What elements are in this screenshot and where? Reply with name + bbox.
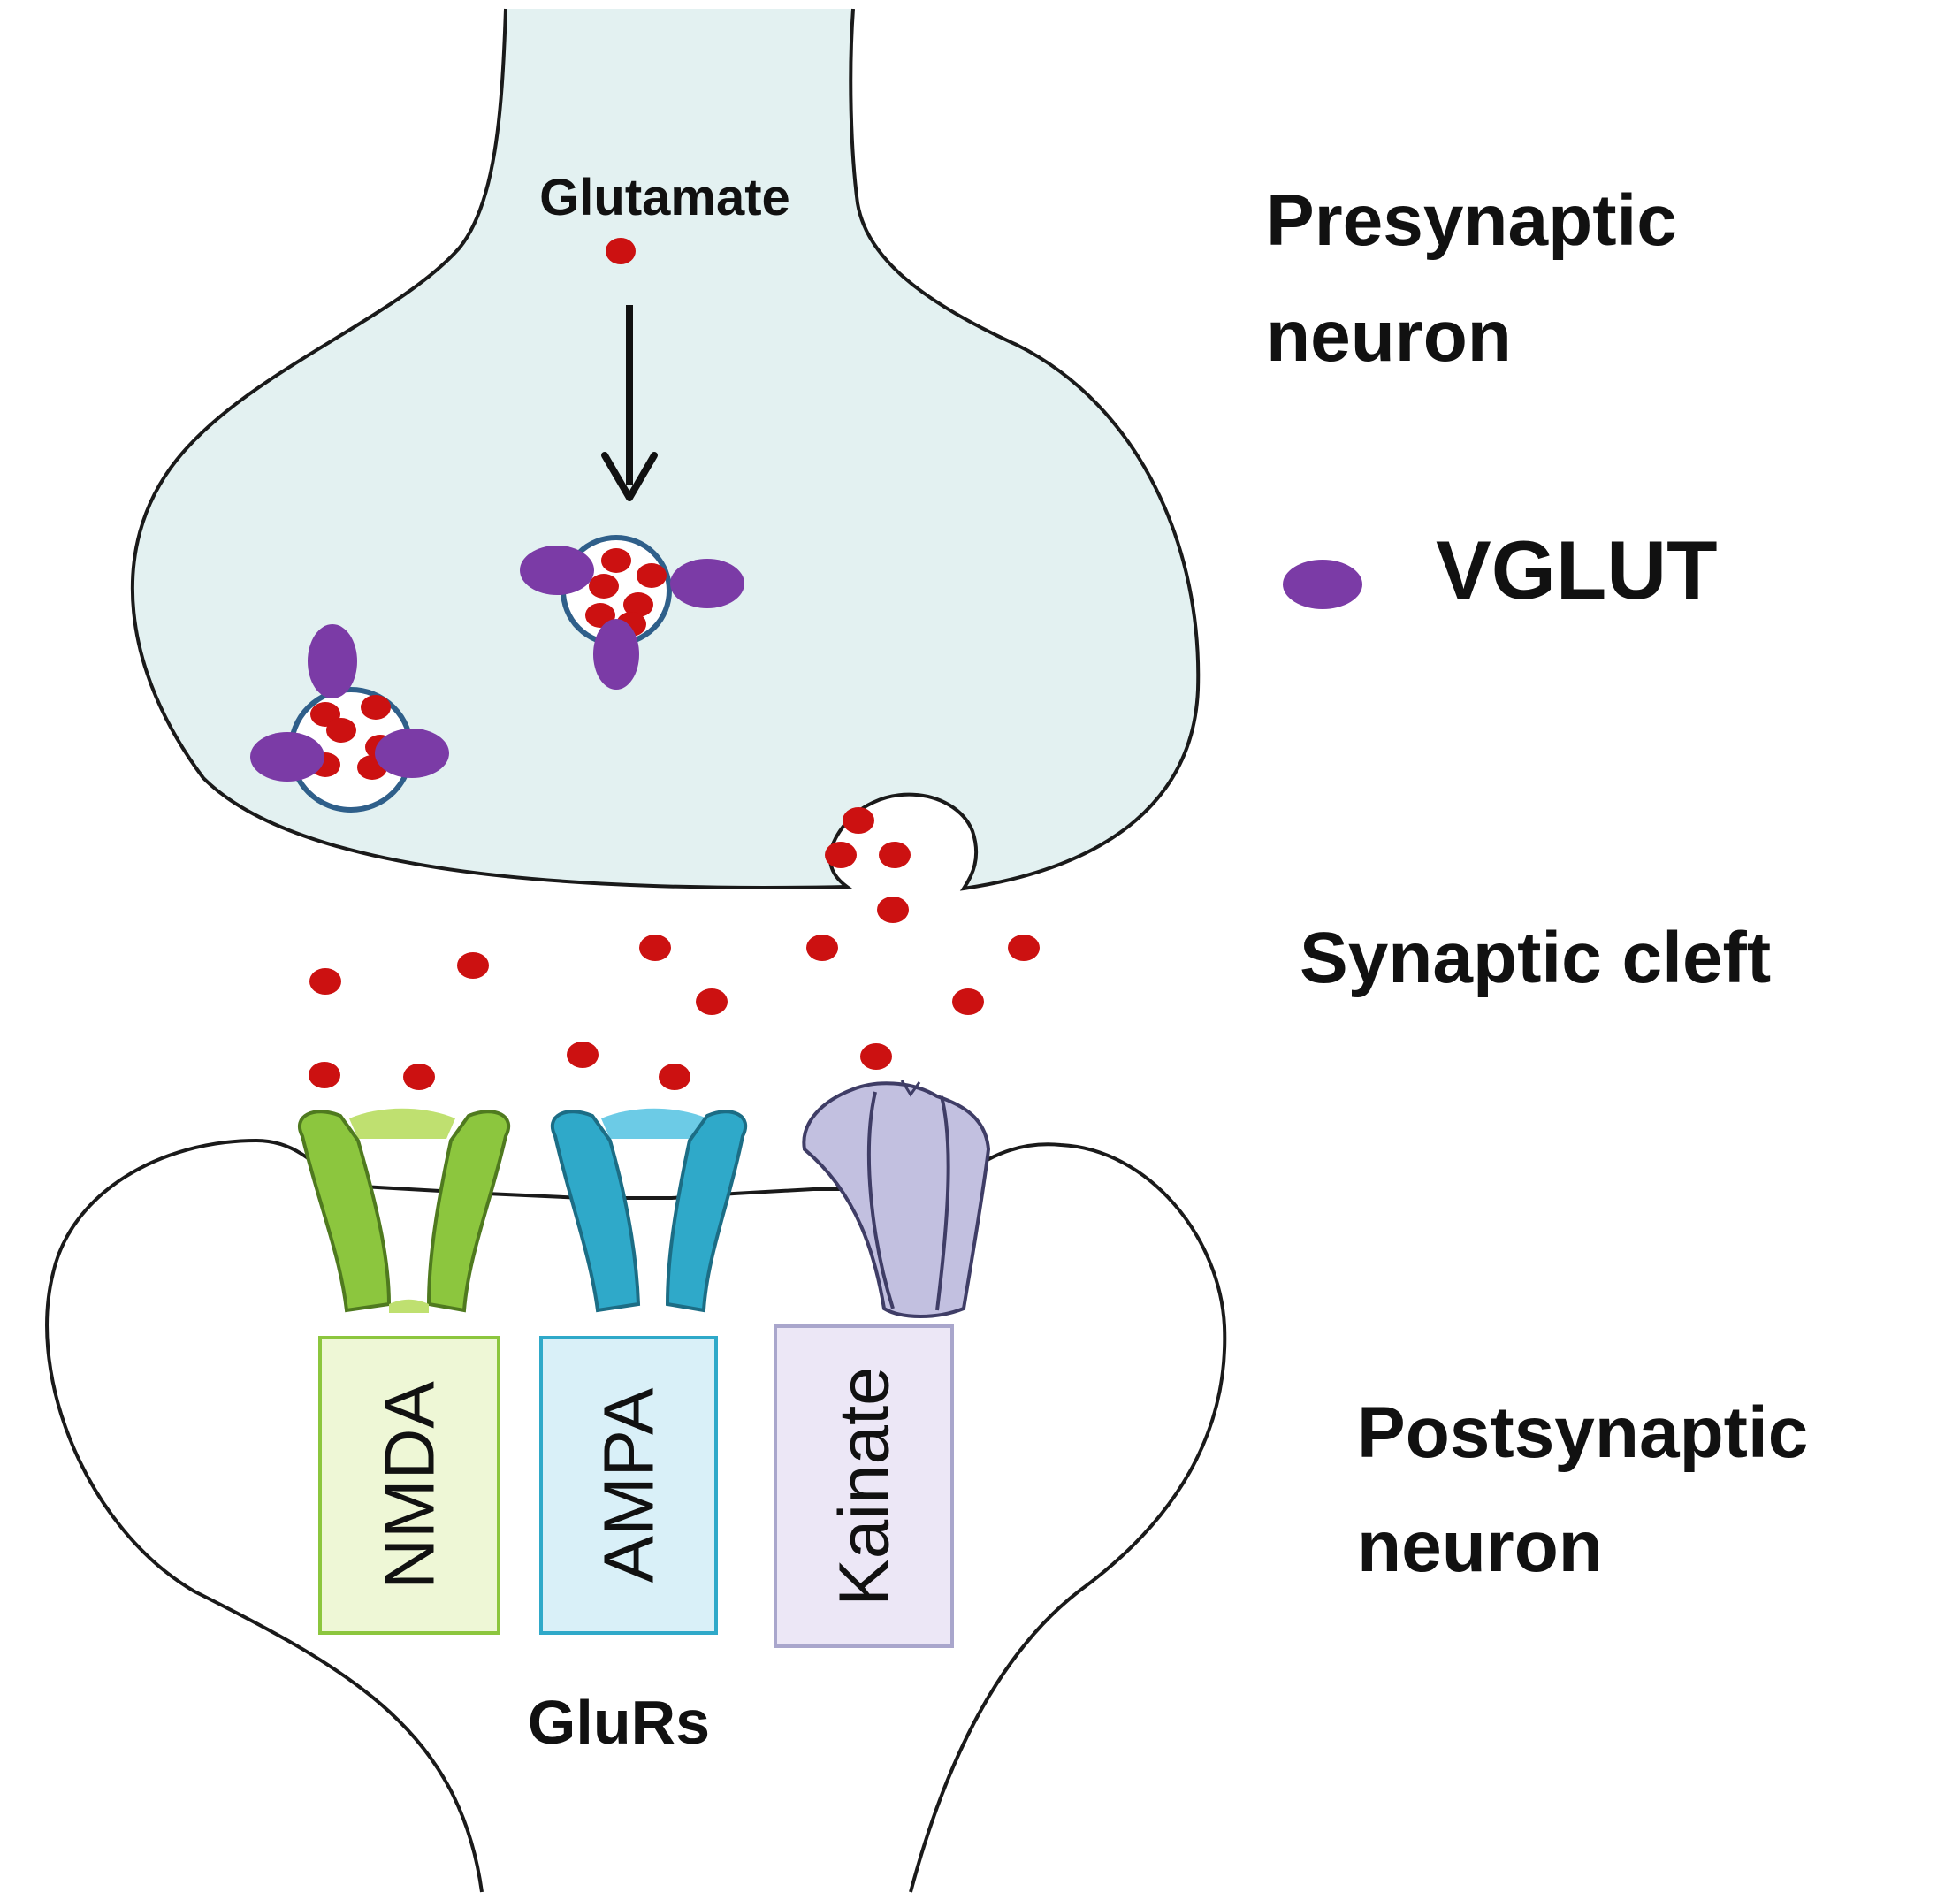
kainate-label: Kainate bbox=[825, 1366, 904, 1606]
glutamate-molecule bbox=[601, 548, 631, 573]
vglut-legend-label: VGLUT bbox=[1436, 523, 1718, 616]
synaptic-cleft-label: Synaptic cleft bbox=[1300, 918, 1771, 998]
glutamate-molecule bbox=[637, 563, 667, 588]
kainate-receptor-channel bbox=[802, 1080, 991, 1318]
glutamate-molecule bbox=[361, 695, 391, 720]
glutamate-label: Glutamate bbox=[539, 169, 790, 226]
presynaptic-label-line1: Presynaptic bbox=[1266, 180, 1677, 261]
vglut-transporter bbox=[670, 559, 744, 608]
glutamate-molecule bbox=[326, 718, 356, 743]
vglut-transporter bbox=[308, 624, 357, 698]
kainate-label-box: Kainate bbox=[774, 1324, 954, 1648]
vglut-transporter bbox=[375, 729, 449, 778]
vglut-transporter bbox=[250, 732, 324, 782]
uptake-arrow-head bbox=[601, 452, 658, 501]
postsynaptic-label-line1: Postsynaptic bbox=[1357, 1393, 1808, 1473]
synaptic-vesicle bbox=[520, 535, 744, 690]
released-glutamate bbox=[309, 807, 1040, 1090]
vglut-legend-icon bbox=[1283, 560, 1362, 609]
synaptic-vesicle bbox=[250, 624, 449, 813]
nmda-receptor-channel bbox=[297, 1108, 511, 1313]
vglut-transporter bbox=[520, 546, 594, 595]
glutamate-molecule bbox=[623, 592, 653, 617]
glutamate-molecule bbox=[589, 574, 619, 599]
vglut-transporter bbox=[593, 619, 639, 690]
postsynaptic-label-line2: neuron bbox=[1357, 1507, 1603, 1587]
glurs-label: GluRs bbox=[528, 1688, 710, 1757]
nmda-label-box: NMDA bbox=[318, 1336, 500, 1635]
ampa-label: AMPA bbox=[590, 1387, 668, 1583]
ampa-label-box: AMPA bbox=[539, 1336, 718, 1635]
presynaptic-label-line2: neuron bbox=[1266, 296, 1512, 377]
glutamate-molecule bbox=[606, 238, 636, 264]
nmda-label: NMDA bbox=[370, 1381, 449, 1590]
ampa-receptor-channel bbox=[550, 1108, 748, 1313]
